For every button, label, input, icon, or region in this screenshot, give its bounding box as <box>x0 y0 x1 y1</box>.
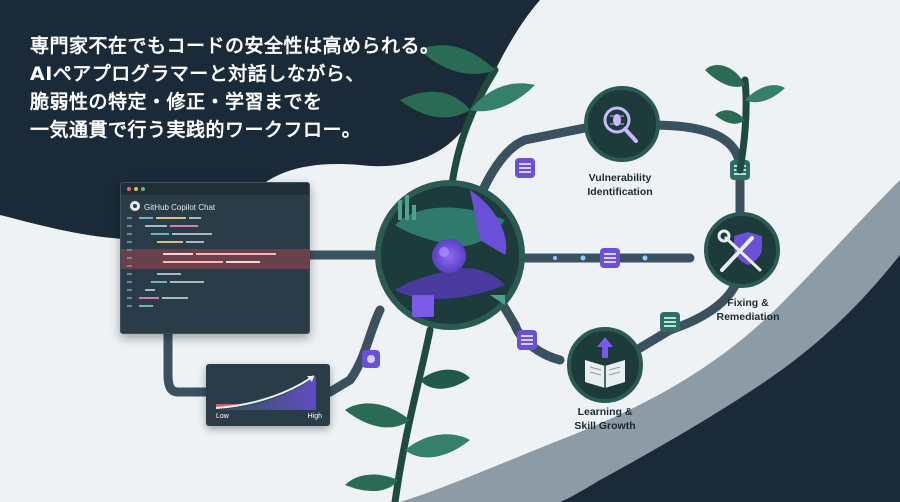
window-close-dot <box>127 187 131 191</box>
skill-growth-chart: Low High <box>206 364 330 426</box>
chat-window-title: GitHub Copilot Chat <box>144 203 216 212</box>
fixing-remediation-label: Fixing & Remediation <box>693 296 803 324</box>
copilot-chat-window: GitHub Copilot Chat <box>120 182 310 334</box>
axis-high-label: High <box>307 413 322 420</box>
label-line: Identification <box>587 186 653 198</box>
headline: 専門家不在でもコードの安全性は高められる。 AIペアプログラマーと対話しながら、… <box>30 32 470 144</box>
window-maximize-dot <box>141 187 145 191</box>
axis-low-label: Low <box>216 413 229 420</box>
label-line: Remediation <box>716 311 780 323</box>
window-titlebar <box>121 183 309 195</box>
navy-wave-left <box>0 0 540 240</box>
label-line: Skill Growth <box>574 420 636 432</box>
pipe-chip-5 <box>517 330 537 350</box>
core-node <box>375 180 525 330</box>
window-minimize-dot <box>134 187 138 191</box>
code-snippet <box>121 217 309 307</box>
open-book-arrow-icon <box>585 337 625 388</box>
label-line: Vulnerability <box>588 172 652 184</box>
learning-skill-growth-label: Learning & Skill Growth <box>555 405 655 433</box>
code-lines <box>139 217 276 307</box>
pipe-chip-6 <box>362 350 380 368</box>
headline-line: 一気通貫で行う実践的ワークフロー。 <box>30 119 362 141</box>
wrench-screwdriver-shield-icon <box>717 229 762 272</box>
github-logo-icon <box>130 201 140 211</box>
pipe-chip-1 <box>515 158 535 178</box>
pipe-dots <box>553 255 648 261</box>
highlighted-code-region <box>121 249 309 269</box>
vulnerability-node <box>584 86 660 162</box>
headline-line: 専門家不在でもコードの安全性は高められる。 <box>30 35 440 57</box>
vulnerability-identification-label: Vulnerability Identification <box>560 171 680 199</box>
growth-curve <box>215 375 316 410</box>
leaves <box>345 45 785 492</box>
navy-wave-bottom-right <box>560 255 900 502</box>
pipe-chip-4 <box>660 312 680 332</box>
fixing-node <box>704 212 780 288</box>
headline-line: AIペアプログラマーと対話しながら、 <box>30 63 365 85</box>
pipe-chip-3 <box>600 248 620 268</box>
bug-magnifier-icon <box>603 106 638 143</box>
line-numbers <box>127 217 132 307</box>
label-line: Fixing & <box>727 297 769 309</box>
label-line: Learning & <box>577 406 633 418</box>
learning-node <box>567 327 643 403</box>
headline-line: 脆弱性の特定・修正・学習までを <box>30 91 323 113</box>
